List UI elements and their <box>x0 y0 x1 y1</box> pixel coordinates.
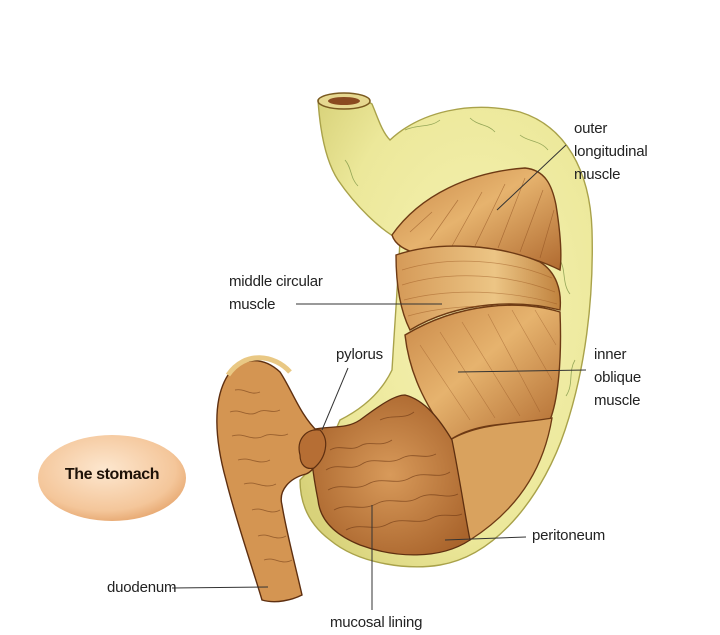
pylorus-valve <box>298 429 327 470</box>
label-duodenum: duodenum <box>107 579 177 596</box>
outer-muscle-fibers <box>409 177 555 259</box>
label-peritoneum: peritoneum <box>532 527 606 544</box>
duodenum-tube <box>216 359 320 603</box>
mucosal-folds <box>325 411 463 531</box>
label-mucosal-lining: mucosal lining <box>330 614 423 631</box>
label-inner-line2: oblique <box>594 369 641 386</box>
label-outer-line2: longitudinal <box>574 143 648 160</box>
leader-lines <box>171 144 587 610</box>
title-badge <box>38 435 186 521</box>
label-middle-line2: muscle <box>229 296 276 313</box>
mucosal-lining-area <box>309 394 471 556</box>
label-inner-oblique-muscle: inner oblique muscle <box>594 343 641 412</box>
label-middle-circular-muscle: middle circular muscle <box>229 270 323 316</box>
duodenum-folds <box>229 389 293 563</box>
inner-muscle-fibers <box>419 309 557 421</box>
label-outer-line3: muscle <box>574 166 621 183</box>
label-outer-line1: outer <box>574 120 608 137</box>
label-inner-line1: inner <box>594 346 627 363</box>
badge-title: The stomach <box>64 466 160 483</box>
label-middle-line1: middle circular <box>229 273 323 290</box>
label-pylorus: pylorus <box>336 346 383 363</box>
label-outer-longitudinal-muscle: outer longitudinal muscle <box>574 117 648 186</box>
label-inner-line3: muscle <box>594 392 641 409</box>
